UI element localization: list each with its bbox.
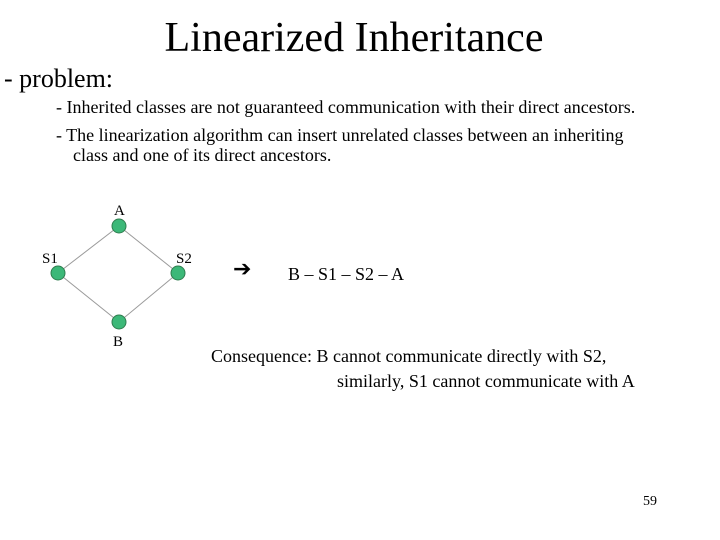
node-label-b: B: [113, 334, 124, 350]
consequence-line-2: similarly, S1 cannot communicate with A: [337, 371, 635, 391]
node-b: [111, 314, 127, 330]
node-label-a: A: [114, 203, 125, 219]
edge-s2-b: [118, 272, 179, 323]
edge-a-s2: [118, 225, 179, 274]
bullet-item-continuation: class and one of its direct ancestors.: [73, 145, 332, 165]
node-s2: [170, 265, 186, 281]
bullet-item: - Inherited classes are not guaranteed c…: [56, 97, 636, 117]
slide-title: Linearized Inheritance: [164, 15, 544, 61]
node-s1: [50, 265, 66, 281]
node-label-s1: S1: [42, 251, 58, 267]
bullet-item: - The linearization algorithm can insert…: [56, 125, 624, 145]
right-arrow-icon: ➔: [233, 256, 252, 281]
problem-heading: - problem:: [4, 64, 114, 93]
edge-s1-b: [57, 272, 120, 323]
page-number: 59: [643, 494, 657, 509]
node-a: [111, 218, 127, 234]
consequence-line-1: Consequence: B cannot communicate direct…: [211, 346, 607, 366]
node-label-s2: S2: [176, 251, 192, 267]
edge-a-s1: [57, 225, 120, 274]
linearization-result: B – S1 – S2 – A: [288, 264, 405, 284]
